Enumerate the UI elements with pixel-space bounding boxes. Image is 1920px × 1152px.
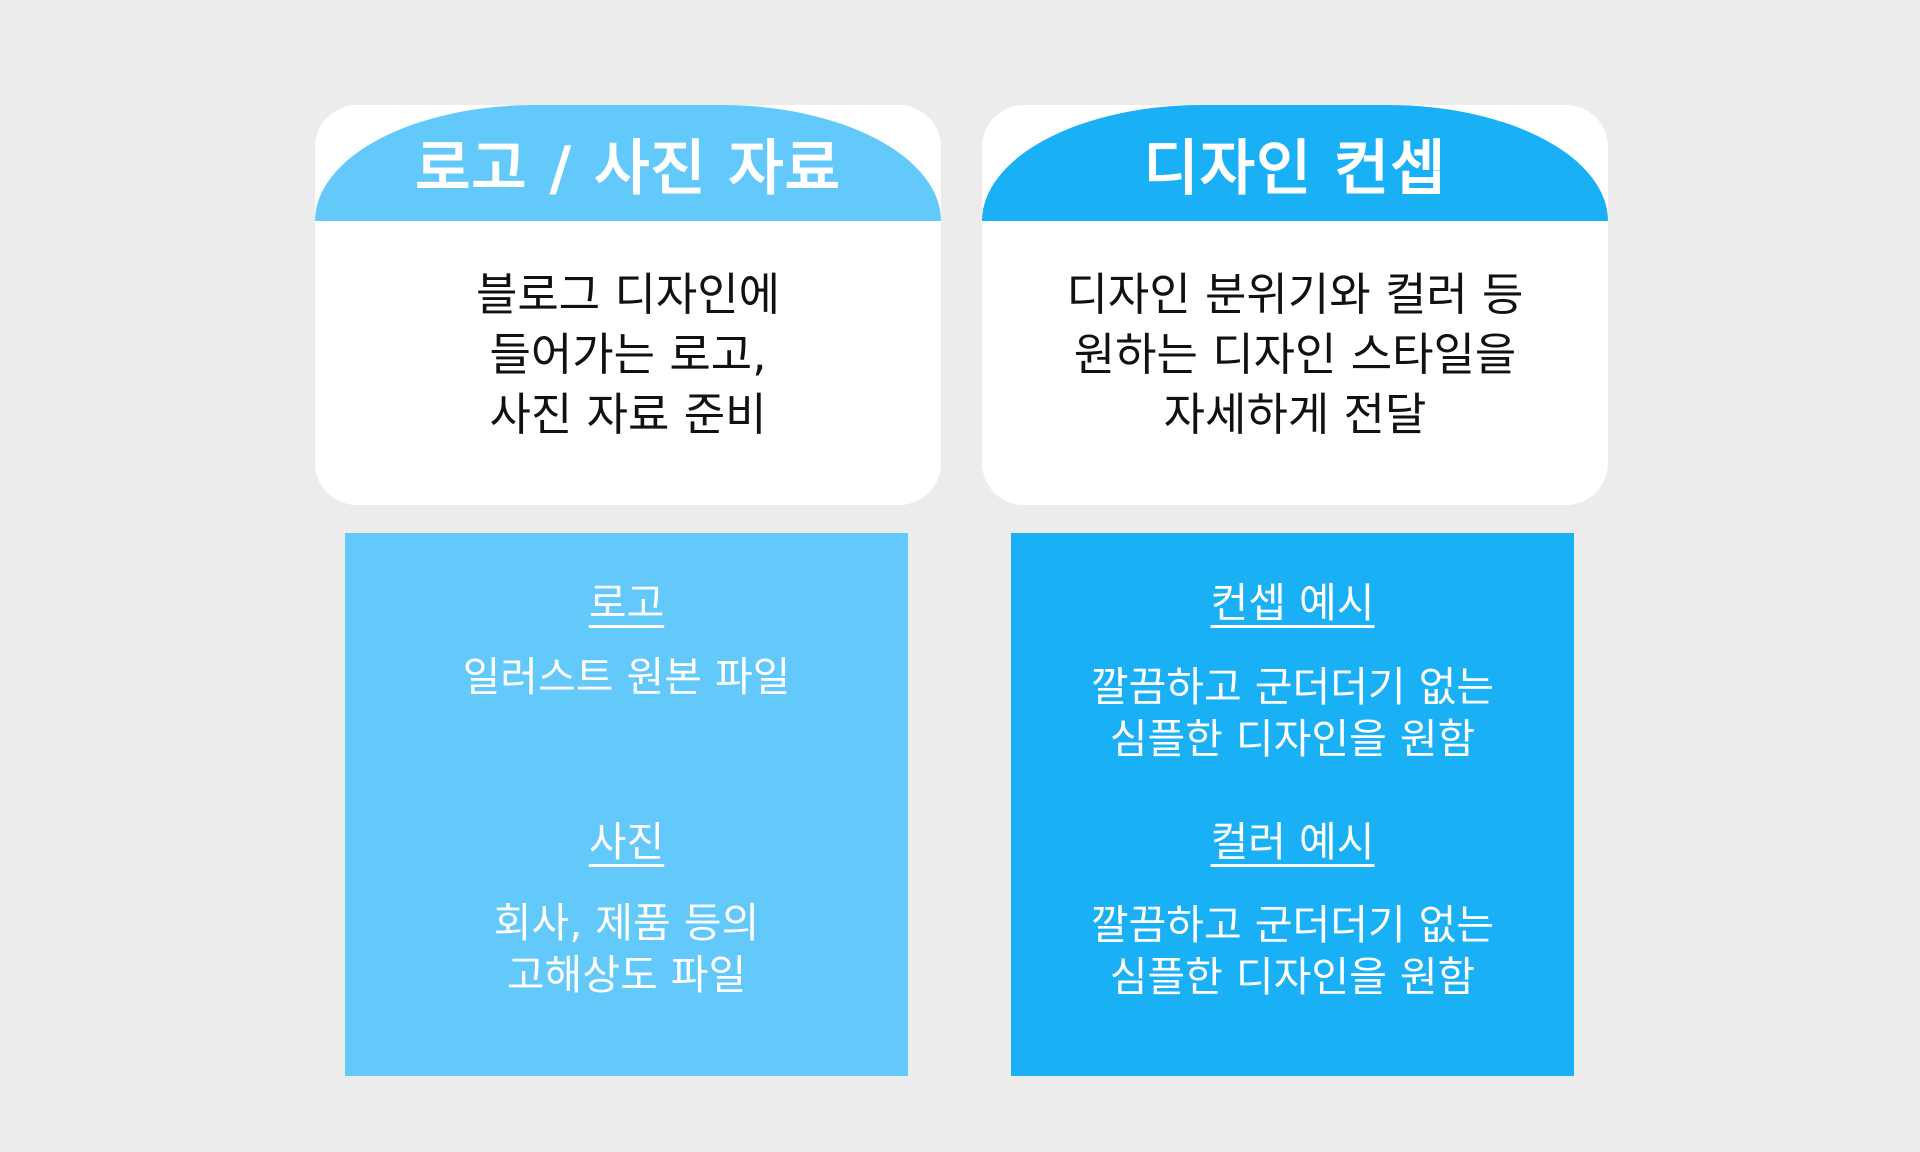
description-line: 디자인 분위기와 컬러 등 [1066, 268, 1524, 321]
card-description: 블로그 디자인에 들어가는 로고, 사진 자료 준비 [315, 265, 941, 445]
card-header: 디자인 컨셉 [982, 105, 1608, 221]
card-title: 디자인 컨셉 [1143, 133, 1447, 204]
card-header: 로고 / 사진 자료 [315, 105, 941, 221]
section-line: 심플한 디자인을 원함 [1109, 715, 1476, 763]
section-line: 깔끔하고 군더더기 없는 [1090, 663, 1495, 711]
description-line: 사진 자료 준비 [489, 388, 767, 441]
panel-logo-photo-details: 로고 일러스트 원본 파일 사진 회사, 제품 등의 고해상도 파일 [345, 533, 908, 1076]
section-text: 일러스트 원본 파일 [345, 651, 908, 703]
description-line: 블로그 디자인에 [475, 268, 781, 321]
card-logo-photo: 로고 / 사진 자료 블로그 디자인에 들어가는 로고, 사진 자료 준비 [315, 105, 941, 505]
section-title-photo: 사진 [588, 818, 665, 866]
section-line: 회사, 제품 등의 [493, 899, 760, 947]
description-line: 원하는 디자인 스타일을 [1073, 328, 1517, 381]
description-line: 들어가는 로고, [489, 328, 767, 381]
card-title: 로고 / 사진 자료 [415, 133, 841, 204]
panel-concept-details: 컨셉 예시 깔끔하고 군더더기 없는 심플한 디자인을 원함 컬러 예시 깔끔하… [1011, 533, 1574, 1076]
section-line: 일러스트 원본 파일 [462, 653, 791, 701]
section-line: 고해상도 파일 [506, 951, 747, 999]
section-title-concept-example: 컨셉 예시 [1210, 579, 1375, 627]
section-line: 깔끔하고 군더더기 없는 [1090, 901, 1495, 949]
card-description: 디자인 분위기와 컬러 등 원하는 디자인 스타일을 자세하게 전달 [982, 265, 1608, 445]
description-line: 자세하게 전달 [1163, 388, 1427, 441]
section-title-color-example: 컬러 예시 [1210, 818, 1375, 866]
section-line: 심플한 디자인을 원함 [1109, 953, 1476, 1001]
section-title-logo: 로고 [588, 579, 665, 627]
section-text: 회사, 제품 등의 고해상도 파일 [345, 897, 908, 1001]
card-design-concept: 디자인 컨셉 디자인 분위기와 컬러 등 원하는 디자인 스타일을 자세하게 전… [982, 105, 1608, 505]
section-text: 깔끔하고 군더더기 없는 심플한 디자인을 원함 [1011, 661, 1574, 765]
section-text: 깔끔하고 군더더기 없는 심플한 디자인을 원함 [1011, 899, 1574, 1003]
